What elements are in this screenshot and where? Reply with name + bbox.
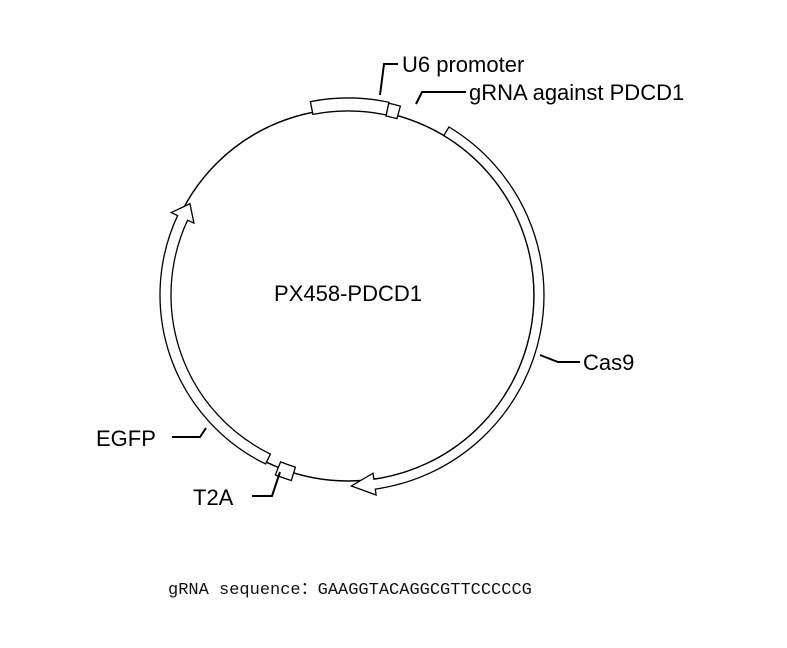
grna-sequence-label: gRNA sequence：	[168, 581, 318, 600]
u6-leader-line	[379, 63, 398, 96]
cas9-leader-line	[539, 354, 580, 363]
egfp-label: EGFP	[96, 426, 156, 451]
grna-sequence-value: GAAGGTACAGGCGTTCCCCCG	[317, 581, 532, 600]
plasmid-name: PX458-PDCD1	[274, 281, 422, 306]
grna-feature	[385, 102, 402, 120]
egfp-arrow	[159, 202, 272, 465]
t2a-leader-line	[252, 471, 281, 497]
egfp-leader-line	[172, 427, 207, 438]
u6-promoter-label: U6 promoter	[402, 52, 524, 77]
grna-label: gRNA against PDCD1	[469, 80, 684, 105]
t2a-label: T2A	[193, 485, 234, 510]
u6-promoter-feature	[309, 97, 390, 116]
t2a-feature	[274, 461, 297, 482]
grna-leader-line	[415, 91, 466, 105]
cas9-label: Cas9	[583, 350, 634, 375]
grna-sequence-line: gRNA sequence：GAAGGTACAGGCGTTCCCCCG	[168, 574, 532, 600]
cas9-arrow	[349, 126, 545, 497]
